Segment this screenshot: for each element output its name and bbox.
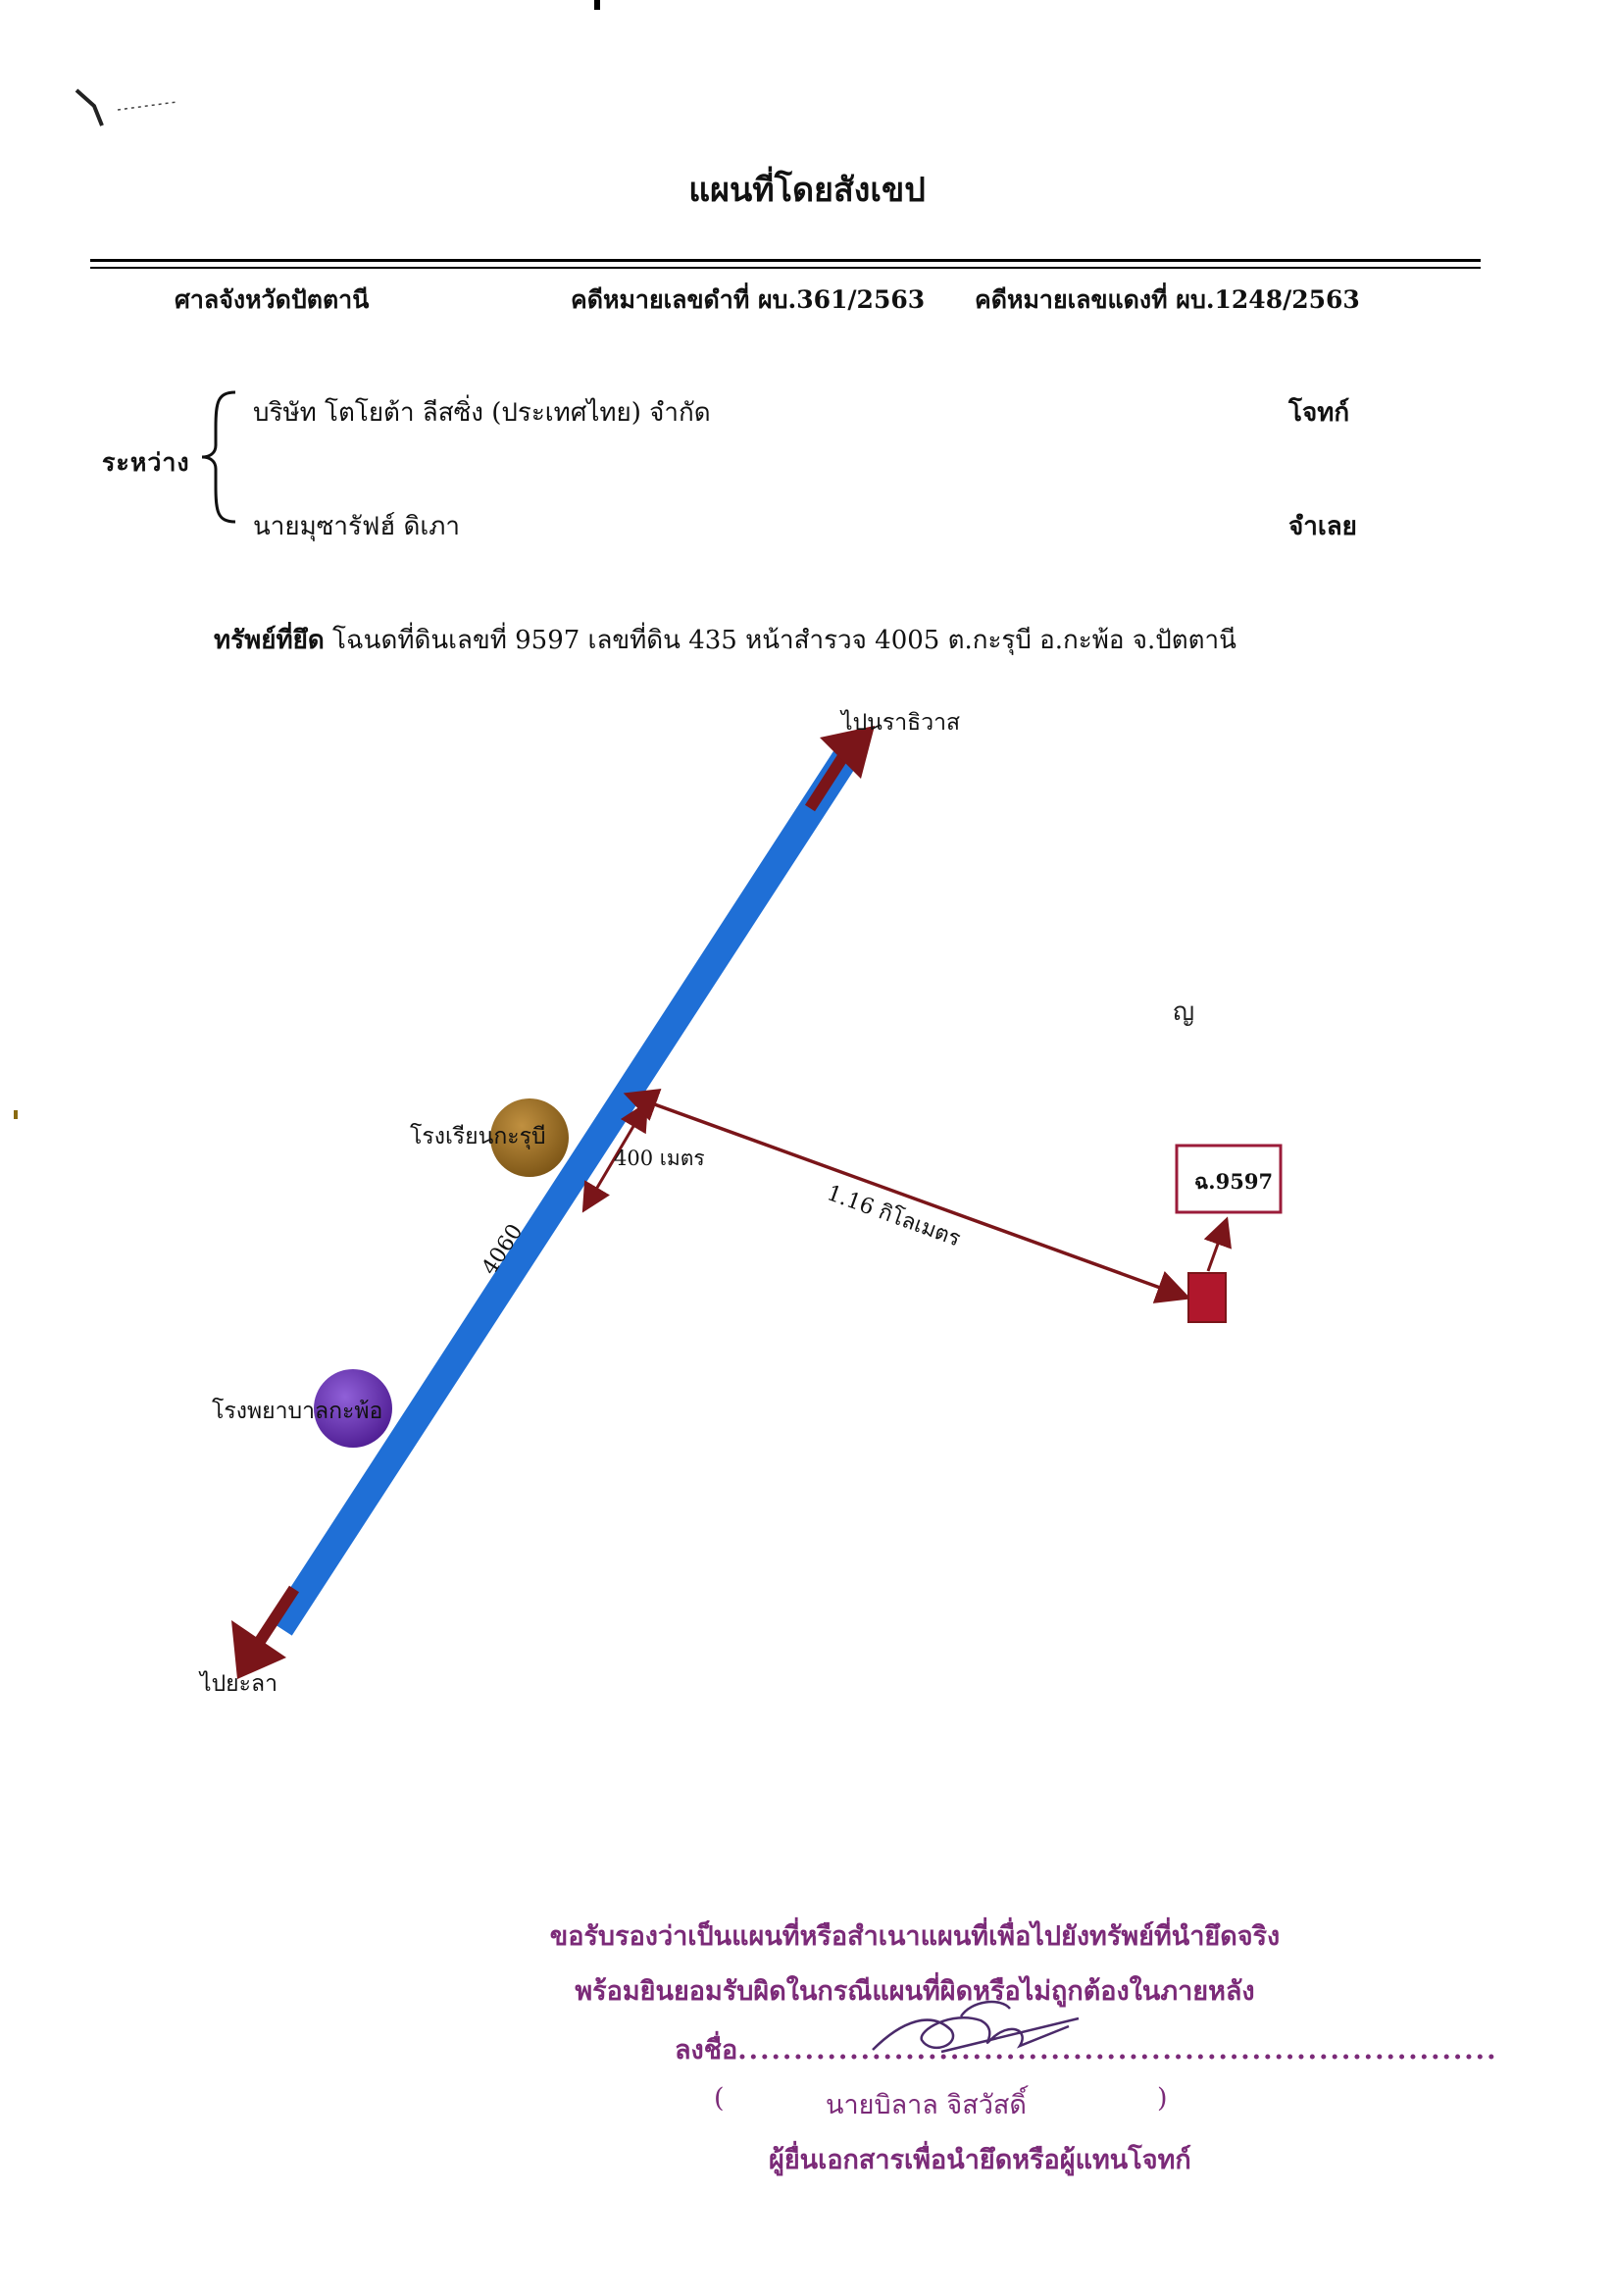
school-marker (490, 1098, 569, 1177)
close-paren: ) (1157, 2083, 1168, 2114)
scan-mark-top (594, 0, 600, 10)
header-rule-top (90, 259, 1481, 262)
hospital-label: โรงพยาบาลกะพ้อ (212, 1398, 382, 1424)
certification-line-2: พร้อมยินยอมรับผิดในกรณีแผนที่ผิดหรือไม่ถ… (575, 1976, 1255, 2007)
margin-speck (14, 1110, 18, 1119)
distance-1-16km-arrow (623, 1088, 1191, 1303)
seized-property-description: โฉนดที่ดินเลขที่ 9597 เลขที่ดิน 435 หน้า… (332, 626, 1236, 655)
south-destination-label: ไปยะลา (198, 1670, 277, 1697)
defendant-name: นายมุซารัฟฮ์ ดิเภา (253, 512, 461, 541)
land-label-box (1175, 1144, 1283, 1214)
certification-line-1: ขอรับรองว่าเป็นแผนที่หรือสำเนาแผนที่เพื่… (549, 1921, 1281, 1952)
defendant-role: จำเลย (1288, 512, 1357, 541)
court-name: ศาลจังหวัดปัตตานี (175, 285, 370, 314)
main-road (269, 747, 859, 1636)
south-arrow (231, 1585, 300, 1679)
sketch-map: 4060 โรงเรียนกะรุบี โรงพยาบาลกะพ้อ 400 เ… (14, 709, 1283, 1697)
signer-role: ผู้ยื่นเอกสารเพื่อนำยึดหรือผู้แทนโจทก์ (769, 2145, 1191, 2175)
land-label: ฉ.9597 (1194, 1169, 1273, 1194)
open-paren: ( (714, 2083, 725, 2114)
land-pointer-arrow (1203, 1216, 1232, 1272)
document-title: แผนที่โดยสังเขป (688, 171, 926, 210)
sign-label: ลงชื่อ (675, 2035, 738, 2066)
red-case-number: คดีหมายเลขแดงที่ ผบ.1248/2563 (975, 285, 1360, 314)
seized-property-label: ทรัพย์ที่ยึด (214, 626, 325, 655)
between-label: ระหว่าง (102, 448, 190, 477)
signer-name: นายบิลาล จิสวัสดิ์ (826, 2090, 1027, 2120)
plaintiff-name: บริษัท โตโยต้า ลีสซิ่ง (ประเทศไทย) จำกัด (253, 398, 711, 428)
header-rule-bottom (90, 267, 1481, 269)
margin-mark: ญ (1173, 997, 1194, 1027)
north-arrow (804, 726, 875, 812)
land-parcel-marker (1187, 1272, 1227, 1323)
signature (872, 2000, 1080, 2054)
north-destination-label: ไปนราธิวาส (839, 709, 960, 736)
brace (201, 390, 236, 524)
signature-row: ลงชื่อ..................................… (675, 2028, 1497, 2070)
school-label: โรงเรียนกะรุบี (410, 1123, 546, 1149)
signature-dots: ........................................… (737, 2035, 1498, 2066)
hospital-marker (314, 1369, 392, 1448)
scan-mark (75, 88, 177, 127)
seized-property: ทรัพย์ที่ยึด โฉนดที่ดินเลขที่ 9597 เลขที… (214, 620, 1236, 660)
plaintiff-role: โจทก์ (1288, 398, 1350, 428)
black-case-number: คดีหมายเลขดำที่ ผบ.361/2563 (571, 285, 926, 314)
distance-400m-label: 400 เมตร (614, 1147, 705, 1170)
